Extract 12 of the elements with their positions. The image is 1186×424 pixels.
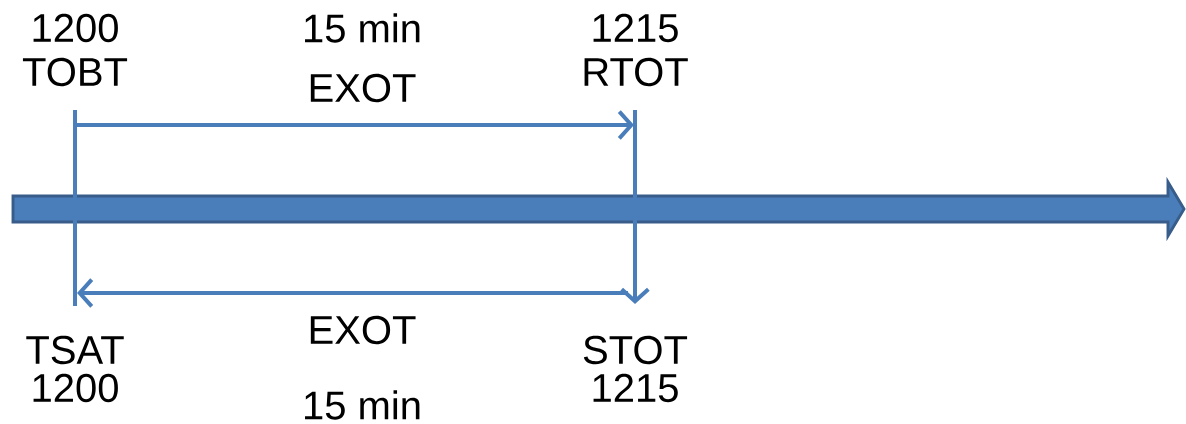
- event-label: STOT: [583, 335, 688, 365]
- interval-label: EXOT: [310, 315, 416, 345]
- event-label: RTOT: [584, 57, 688, 87]
- event-label: TSAT: [26, 335, 124, 365]
- interval-label: EXOT: [310, 73, 416, 103]
- duration-label: 15 min: [305, 390, 420, 420]
- time-label: 1215: [593, 373, 678, 403]
- time-label: 1200: [33, 13, 118, 43]
- time-label: 1200: [33, 373, 118, 403]
- duration-label: 15 min: [305, 13, 420, 43]
- event-label: TOBT: [22, 57, 128, 87]
- time-label: 1215: [593, 13, 678, 43]
